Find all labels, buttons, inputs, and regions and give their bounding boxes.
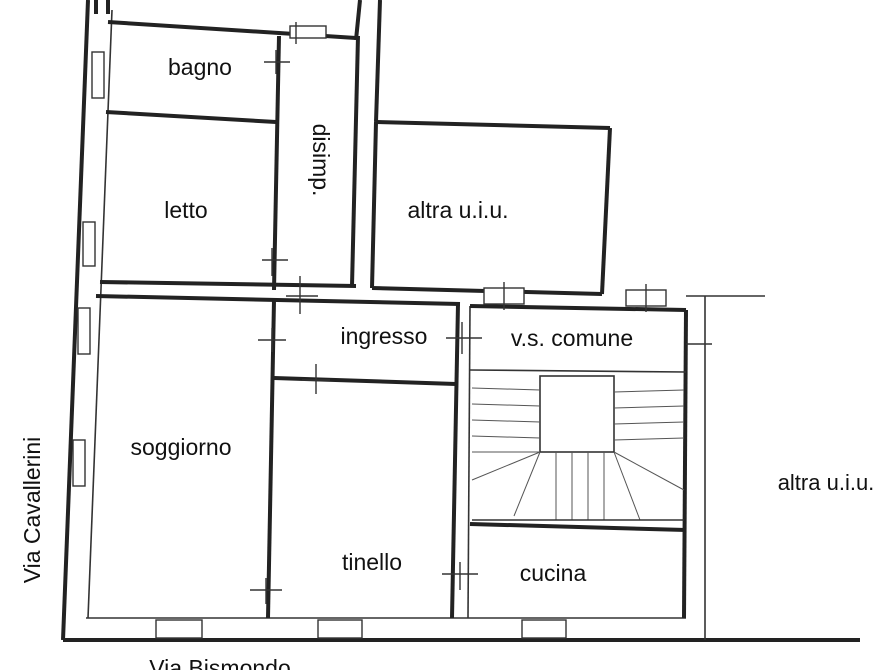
tread — [613, 389, 685, 393]
landing-top-wall — [469, 304, 687, 312]
window-bagno — [91, 51, 105, 99]
shaft-wall — [374, 0, 382, 123]
interior-walls — [95, 20, 688, 619]
north-stub-3 — [354, 0, 362, 41]
ingresso-bottom-wall — [273, 376, 457, 386]
label-cucina: cucina — [520, 560, 587, 586]
tread — [613, 451, 685, 491]
window-south-2 — [317, 619, 363, 639]
window-south-1 — [155, 619, 203, 639]
west-wall-outer — [61, 0, 90, 641]
stair-well — [539, 375, 615, 453]
window-disimp — [289, 25, 327, 39]
label-bagno: bagno — [168, 54, 232, 80]
west-wall-inner — [87, 9, 113, 619]
tread — [471, 419, 541, 423]
tread — [471, 387, 541, 391]
label-disimp: disimp. — [308, 124, 334, 197]
soggiorno-tinello-wall — [266, 299, 276, 619]
bagno-letto-wall — [105, 110, 277, 124]
window-soggiorno-1 — [77, 307, 91, 355]
staircase — [471, 375, 685, 521]
tread — [613, 437, 685, 441]
disimp-west-wall — [272, 35, 281, 291]
label-tinello: tinello — [342, 549, 402, 575]
altra-top-west — [370, 121, 378, 289]
disimp-east-wall — [350, 35, 360, 287]
label-soggiorno: soggiorno — [130, 434, 231, 460]
label-altra-uiu-top: altra u.i.u. — [408, 197, 509, 223]
stair-west-wall — [467, 305, 471, 619]
stair-east-wall — [682, 309, 688, 619]
tread — [613, 405, 685, 409]
label-ingresso: ingresso — [341, 323, 428, 349]
label-via-cavallerini: Via Cavallerini — [19, 437, 45, 584]
landing-bottom-line — [469, 369, 687, 373]
altra-top-north — [375, 120, 611, 130]
label-vs-comune: v.s. comune — [511, 325, 633, 351]
street-labels: Via Cavallerini Via Bismondo — [19, 437, 291, 670]
window-soggiorno-2 — [72, 439, 86, 487]
ingresso-east-wall — [450, 303, 460, 619]
tread — [513, 451, 541, 517]
room-labels: bagno letto disimp. altra u.i.u. ingress… — [130, 54, 874, 586]
altra-top-east — [600, 127, 612, 295]
tread — [613, 421, 685, 425]
tread — [613, 451, 641, 521]
tread — [471, 435, 541, 439]
label-altra-uiu-right: altra u.i.u. — [778, 470, 875, 495]
cucina-top-wall — [469, 522, 687, 532]
tread — [471, 451, 541, 481]
outer-walls — [61, 0, 860, 642]
window-letto — [82, 221, 96, 267]
soggiorno-top-wall — [95, 294, 461, 306]
door-markers — [250, 22, 712, 604]
window-south-3 — [521, 619, 567, 639]
tread — [471, 403, 541, 407]
label-via-bismondo: Via Bismondo — [149, 655, 291, 670]
letto-bottom-wall — [99, 280, 357, 288]
windows — [72, 25, 667, 639]
label-letto: letto — [164, 197, 207, 223]
